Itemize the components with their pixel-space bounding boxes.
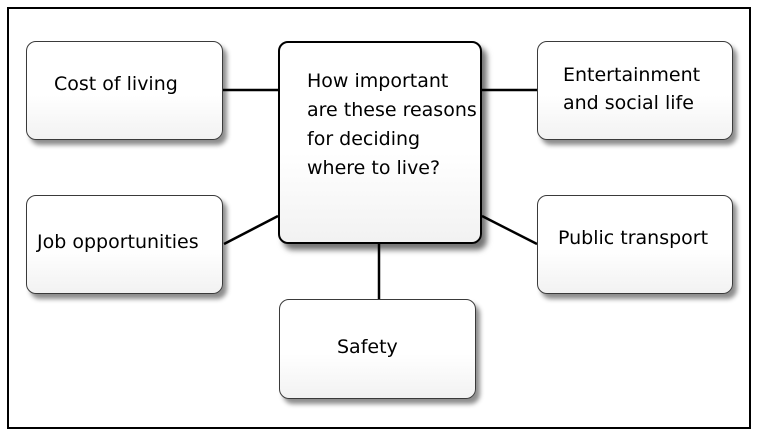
connector-public-transport [481,214,538,246]
node-cost-of-living-label: Cost of living [54,73,178,95]
node-cost-of-living: Cost of living [26,41,223,140]
node-entertainment-label-line1: Entertainment [563,64,701,86]
connector-job-opportunities [223,214,279,246]
node-public-transport-label: Public transport [558,227,709,249]
node-public-transport: Public transport [537,195,733,294]
node-entertainment-label-line2: and social life [563,92,694,114]
node-job-opportunities: Job opportunities [26,195,223,294]
center-question-text: How important are these reasons for deci… [307,70,477,179]
node-job-opportunities-label: Job opportunities [37,231,199,253]
center-question-box: How important are these reasons for deci… [278,41,482,244]
node-safety-label: Safety [337,336,398,358]
node-safety: Safety [279,299,476,399]
node-entertainment: Entertainment and social life [537,41,733,140]
